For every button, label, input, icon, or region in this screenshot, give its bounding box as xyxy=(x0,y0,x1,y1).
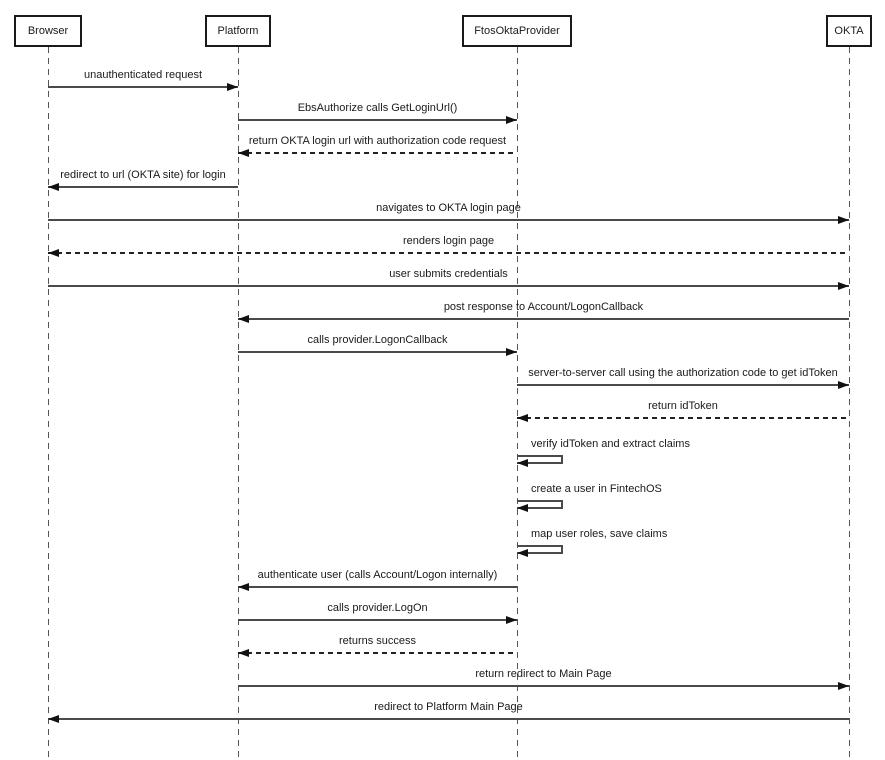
message-label: unauthenticated request xyxy=(83,69,203,81)
arrowhead-icon xyxy=(838,216,849,224)
arrowhead-icon xyxy=(238,649,249,657)
message-line xyxy=(48,186,238,188)
arrowhead-icon xyxy=(838,282,849,290)
message-label: redirect to url (OKTA site) for login xyxy=(60,169,226,181)
message-line xyxy=(238,685,849,687)
message-line xyxy=(517,417,849,419)
message-line xyxy=(48,718,849,720)
message-line xyxy=(238,152,517,154)
lifeline-platform xyxy=(238,47,239,760)
arrowhead-icon xyxy=(506,116,517,124)
participant-box-platform: Platform xyxy=(205,15,271,47)
arrowhead-icon xyxy=(238,315,249,323)
message-line xyxy=(238,318,849,320)
message-line xyxy=(238,619,517,621)
message-label: return idToken xyxy=(648,400,718,412)
arrowhead-icon xyxy=(238,583,249,591)
message-label: EbsAuthorize calls GetLoginUrl() xyxy=(297,102,458,114)
arrowhead-icon xyxy=(227,83,238,91)
arrowhead-icon xyxy=(838,381,849,389)
arrowhead-icon xyxy=(238,149,249,157)
message-label: renders login page xyxy=(402,235,495,247)
arrowhead-icon xyxy=(506,616,517,624)
message-label: return redirect to Main Page xyxy=(475,668,612,680)
message-label: returns success xyxy=(338,635,417,647)
message-label: server-to-server call using the authoriz… xyxy=(528,367,838,379)
message-label: calls provider.LogOn xyxy=(327,602,428,614)
self-message-loop xyxy=(517,500,563,509)
arrowhead-icon xyxy=(506,348,517,356)
self-message-loop xyxy=(517,455,563,464)
arrowhead-icon xyxy=(517,549,528,557)
arrowhead-icon xyxy=(48,183,59,191)
message-label: map user roles, save claims xyxy=(531,528,668,540)
participant-box-browser: Browser xyxy=(14,15,82,47)
lifeline-ftos xyxy=(517,47,518,760)
message-label: return OKTA login url with authorization… xyxy=(248,135,507,147)
message-line xyxy=(238,119,517,121)
arrowhead-icon xyxy=(838,682,849,690)
message-label: calls provider.LogonCallback xyxy=(307,334,448,346)
lifeline-okta xyxy=(849,47,850,760)
message-label: redirect to Platform Main Page xyxy=(374,701,523,713)
arrowhead-icon xyxy=(517,504,528,512)
message-line xyxy=(48,86,238,88)
arrowhead-icon xyxy=(517,459,528,467)
message-label: authenticate user (calls Account/Logon i… xyxy=(257,569,498,581)
message-line xyxy=(238,652,517,654)
message-line xyxy=(48,252,849,254)
arrowhead-icon xyxy=(48,249,59,257)
arrowhead-icon xyxy=(517,414,528,422)
self-message-loop xyxy=(517,545,563,554)
message-line xyxy=(238,351,517,353)
message-label: verify idToken and extract claims xyxy=(531,438,690,450)
message-label: navigates to OKTA login page xyxy=(376,202,521,214)
message-line xyxy=(238,586,517,588)
participant-box-ftos: FtosOktaProvider xyxy=(462,15,572,47)
participant-box-okta: OKTA xyxy=(826,15,872,47)
message-line xyxy=(48,285,849,287)
lifeline-browser xyxy=(48,47,49,760)
message-label: post response to Account/LogonCallback xyxy=(443,301,644,313)
arrowhead-icon xyxy=(48,715,59,723)
message-line xyxy=(517,384,849,386)
message-label: create a user in FintechOS xyxy=(531,483,662,495)
message-label: user submits credentials xyxy=(389,268,508,280)
message-line xyxy=(48,219,849,221)
